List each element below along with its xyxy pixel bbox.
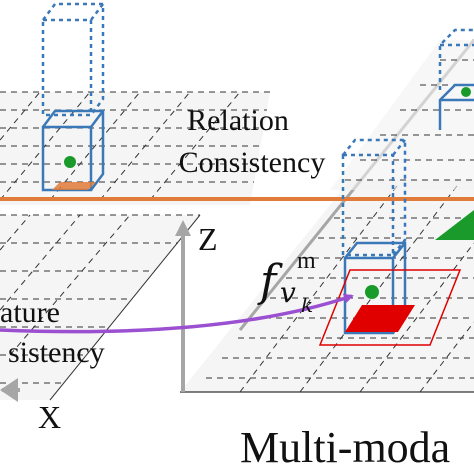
axis-z-label: Z [198, 221, 218, 257]
math-sup: m [297, 248, 316, 274]
right-grid-plane [180, 180, 474, 393]
math-subsub: k [301, 293, 313, 317]
upper-right-box-group [435, 28, 474, 240]
relation-label-line1: Relation [187, 104, 289, 137]
solid-box-top-right [438, 83, 474, 130]
upper-left-grid-plane [0, 91, 270, 205]
feature-label-line1: ature [0, 296, 60, 329]
dotted-box-top-right [438, 28, 474, 90]
feature-label-line2: sistency [8, 336, 105, 369]
axis-x-label: X [38, 399, 61, 435]
dotted-box-upper [41, 2, 105, 117]
relation-label-line2: Consistency [179, 146, 326, 179]
upper-left-box-group [41, 2, 105, 192]
axis-x-arrowhead [0, 378, 18, 402]
lower-left-grid-plane [0, 214, 201, 401]
green-point-top-right [461, 87, 471, 97]
green-point-right [365, 285, 379, 299]
green-point-upper [64, 156, 76, 168]
red-region [318, 269, 462, 346]
math-sub: v [280, 276, 296, 309]
orange-footprint [52, 182, 96, 190]
multimodal-label: Multi-moda [240, 423, 450, 472]
upper-right-grid-plane [330, 40, 474, 190]
feature-arrow [0, 293, 354, 334]
dotted-box-right [341, 138, 407, 257]
green-triangle [435, 210, 474, 240]
